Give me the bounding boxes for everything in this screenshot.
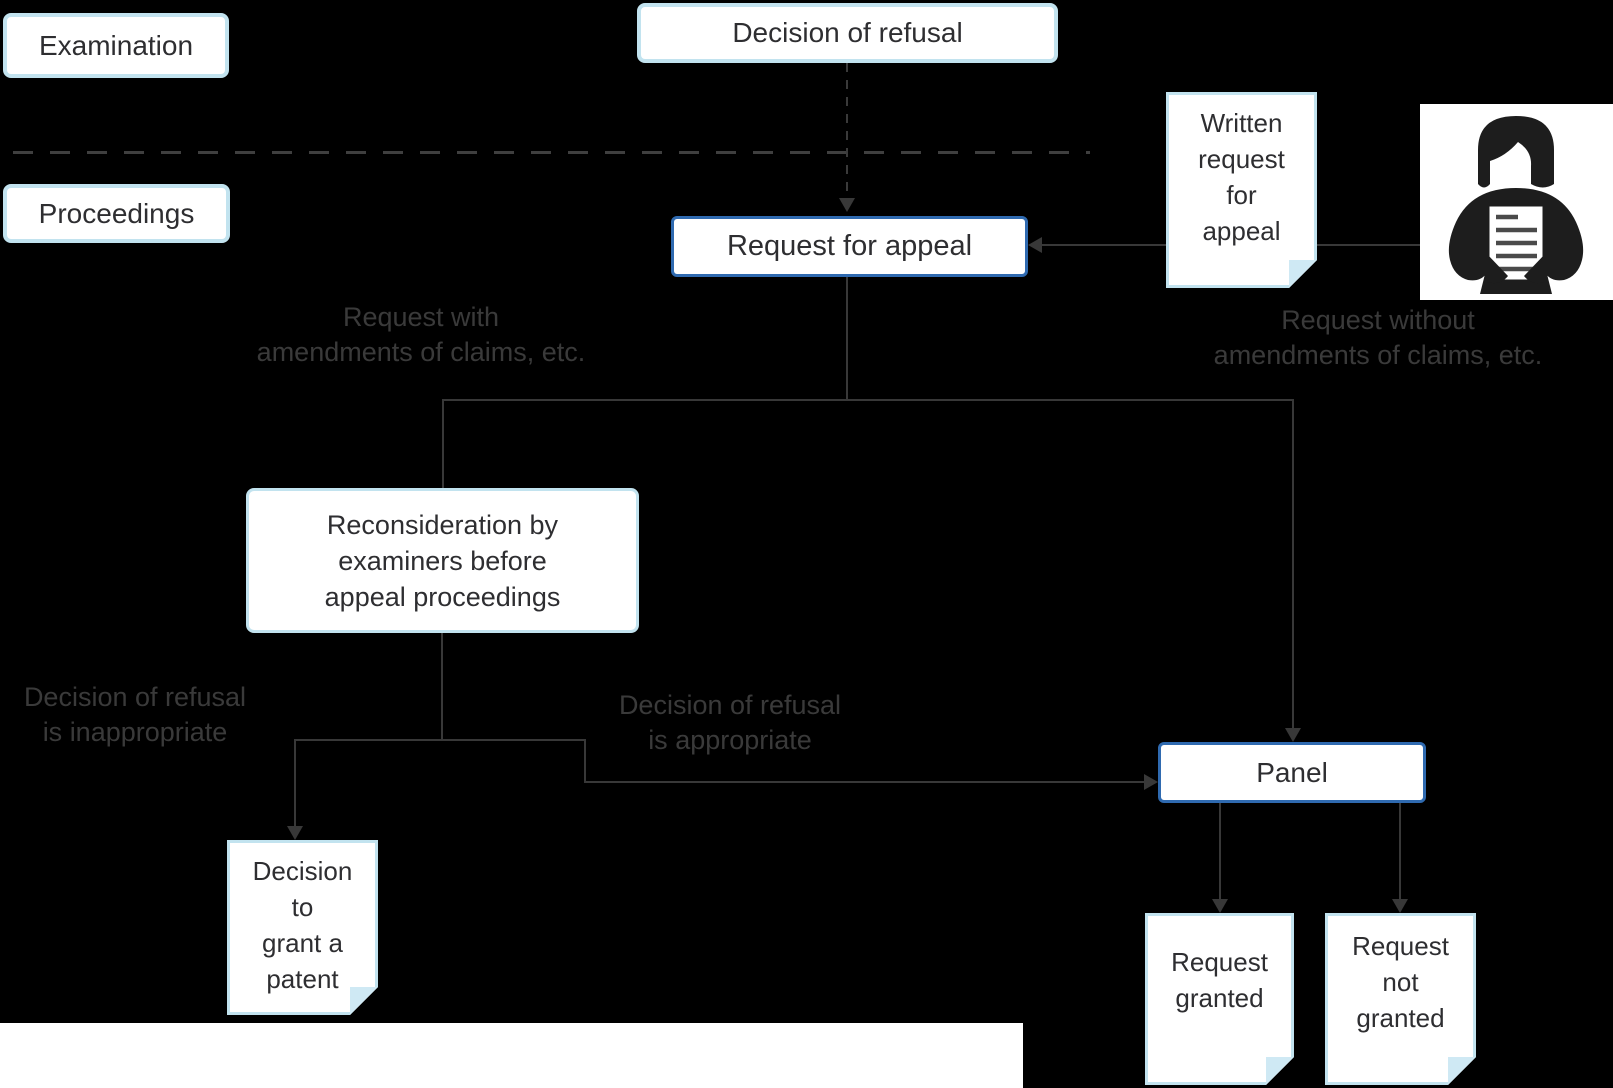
edge-label-refusal-inappropriate: Decision of refusal is inappropriate <box>23 682 247 747</box>
node-reconsideration: Reconsideration by examiners before appe… <box>246 488 639 633</box>
person-holding-document-icon <box>1420 104 1613 300</box>
arrowhead-into-not-granted-doc <box>1392 899 1408 913</box>
doc-written-request-for-appeal: Written request for appeal <box>1166 92 1317 288</box>
connector-refusal-to-appeal <box>846 63 848 198</box>
connector-split-horizontal <box>294 739 586 741</box>
applicant-person-icon <box>1420 104 1613 300</box>
lane-separator-dashed-line <box>13 151 1090 154</box>
node-panel: Panel <box>1158 742 1426 803</box>
arrowhead-refusal-to-appeal <box>839 198 855 212</box>
connector-to-panel-horizontal <box>584 781 1144 783</box>
arrowhead-into-grant-doc <box>287 826 303 840</box>
edge-label-refusal-appropriate: Decision of refusal is appropriate <box>618 690 842 755</box>
connector-reconsideration-down <box>441 633 443 740</box>
connector-panel-to-not-granted <box>1399 803 1401 899</box>
connector-to-grant-down <box>294 739 296 826</box>
connector-panel-to-granted <box>1219 803 1221 899</box>
doc-decision-to-grant-patent: Decision to grant a patent <box>227 840 378 1015</box>
page-background-strip <box>0 1023 1023 1088</box>
node-request-for-appeal: Request for appeal <box>671 216 1028 277</box>
arrowhead-applicant-to-appeal <box>1028 237 1042 253</box>
connector-appeal-down <box>846 277 848 400</box>
node-decision-of-refusal: Decision of refusal <box>637 3 1058 63</box>
arrowhead-into-panel-left <box>1144 774 1158 790</box>
connector-branch-horizontal <box>442 399 1294 401</box>
arrowhead-into-granted-doc <box>1212 899 1228 913</box>
edge-label-without-amendments: Request without amendments of claims, et… <box>1213 305 1543 370</box>
lane-label-proceedings: Proceedings <box>3 184 230 243</box>
doc-request-granted: Request granted <box>1145 913 1294 1085</box>
connector-to-panel-down <box>584 739 586 783</box>
arrowhead-into-panel-top <box>1285 728 1301 742</box>
lane-label-examination: Examination <box>3 13 229 78</box>
connector-branch-right-down <box>1292 399 1294 729</box>
edge-label-with-amendments: Request with amendments of claims, etc. <box>256 302 586 367</box>
doc-request-not-granted: Request not granted <box>1325 913 1476 1085</box>
connector-branch-left-down <box>442 399 444 489</box>
